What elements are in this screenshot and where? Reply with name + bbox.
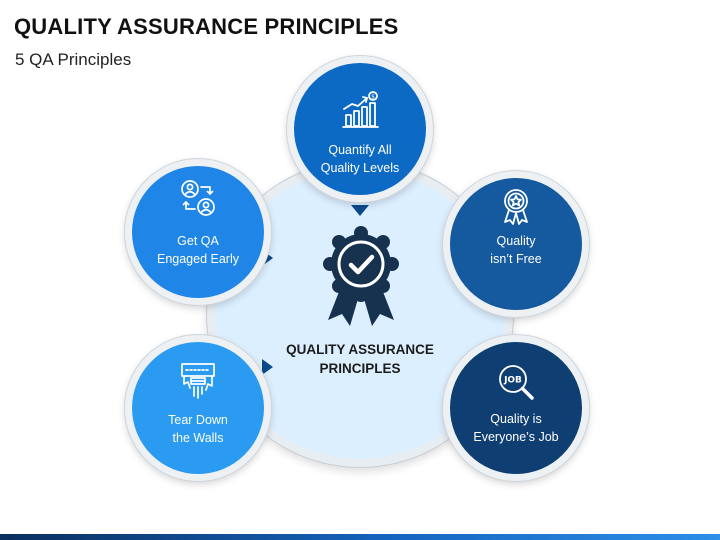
principle-label-line1: Quantify All [328,143,392,157]
wall-demolition-icon [181,363,215,399]
principle-label-line2: isn’t Free [490,252,542,266]
center-label: QUALITY ASSURANCE PRINCIPLES [250,340,470,378]
center-label-line2: PRINCIPLES [319,361,401,376]
principle-label-line2: Quality Levels [320,161,400,175]
arrow-top [351,205,369,216]
arrow-left [262,250,273,266]
principle-label-line2: Engaged Early [156,252,239,266]
svg-text:JOB: JOB [503,376,522,386]
principle-label-line2: the Walls [172,431,224,445]
center-label-line1: QUALITY ASSURANCE [286,342,434,357]
principle-label-line1: Quality is [490,412,542,426]
principle-label-line1: Get QA [177,234,219,248]
job-search-icon: JOB [499,365,534,400]
svg-text:$: $ [371,94,375,101]
principle-quality-is-everyones-job: JOB Quality is Everyone’s Job [450,342,582,474]
principle-get-qa-engaged-early: Get QA Engaged Early [132,166,264,298]
slide-subtitle: 5 QA Principles [15,50,132,69]
people-exchange-icon [181,180,215,216]
principle-quality-isnt-free: Quality isn’t Free [450,178,582,310]
bottom-accent-bar [0,534,720,540]
arrow-left-lower [262,359,273,375]
award-ribbon-check-icon [323,226,399,326]
principle-label-line1: Quality [496,234,536,248]
principle-label-line2: Everyone’s Job [473,430,559,444]
principle-quantify-all-quality-levels: $ Quantify All Quality Levels [294,63,426,195]
award-ribbon-icon [504,189,528,225]
principle-label-line1: Tear Down [168,413,228,427]
principle-tear-down-the-walls: Tear Down the Walls [132,342,264,474]
slide-title: QUALITY ASSURANCE PRINCIPLES [14,14,399,39]
growth-chart-dollar-icon: $ [342,91,379,128]
